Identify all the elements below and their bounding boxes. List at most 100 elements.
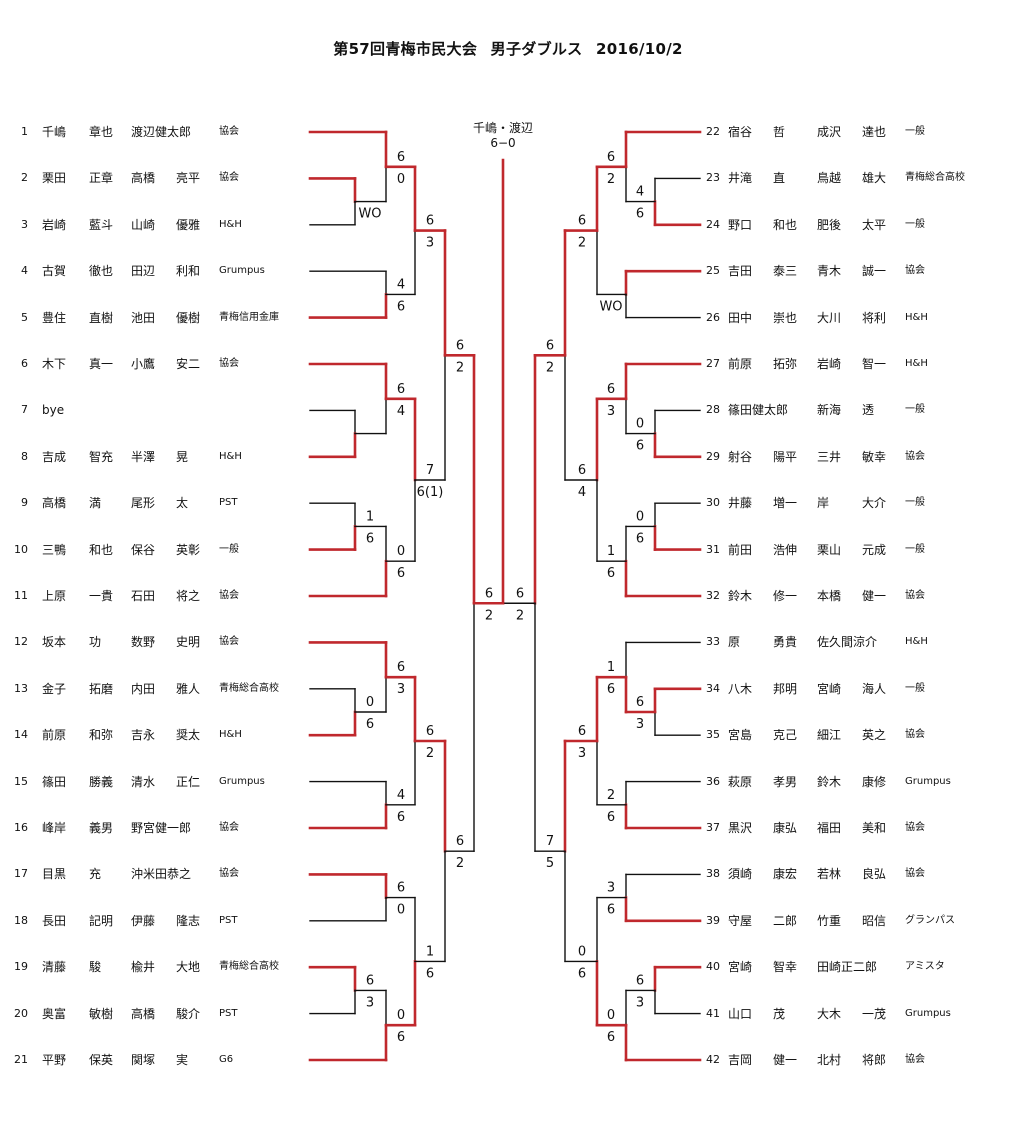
player1-given-name: 哲 [773,125,786,139]
entry-number: 35 [706,728,720,742]
player1-given-name: 功 [89,635,102,650]
match-score-top: 1 [426,944,434,959]
entry-number: 28 [706,403,720,417]
match-score-top: 0 [607,1008,615,1023]
player1-given-name: 義男 [89,821,114,835]
player1-surname: 宮島 [728,728,753,743]
player1-given-name: 敏樹 [89,1006,114,1021]
entry-number: 26 [706,310,720,324]
match-score-top: 6 [546,338,554,353]
player1-given-name: 和也 [89,542,114,557]
entry-number: 3 [21,217,28,231]
match-score-bottom: 2 [516,608,524,623]
entry-number: 9 [21,496,28,510]
entry-number: 11 [14,589,28,602]
player2-surname: 大木 [817,1006,842,1021]
player1-given-name: 健一 [773,1053,798,1067]
club-name: H&H [905,636,928,648]
player2-surname: 佐久間涼介 [817,635,878,650]
match-score-bottom: 3 [578,746,586,761]
club-name: 協会 [905,1054,925,1065]
match-score-bottom: 6 [636,439,644,454]
match-score-bottom: 2 [456,360,464,375]
player1-given-name: 勝義 [89,774,114,789]
match-score-bottom: 2 [546,360,554,375]
match-score-top: 6 [426,724,434,739]
player2-surname: 福田 [817,821,842,835]
club-name: 一般 [905,218,925,230]
player2-given-name: 将利 [862,310,887,325]
player1-surname: 野口 [728,217,753,232]
match-score-top: 6 [578,463,586,478]
player1-surname: 目黒 [42,867,67,882]
club-name: 一般 [905,126,925,137]
match-score-bottom: 2 [578,236,586,251]
player1-given-name: 正章 [89,171,114,186]
player1-given-name: 勇貴 [773,635,798,650]
club-name: G6 [219,1054,234,1065]
match-score-bottom: 6 [607,903,615,918]
club-name: Grumpus [219,775,265,787]
player1-surname: 三鴨 [42,542,67,557]
player2-surname: 伊藤 [131,913,156,928]
player2-surname: 北村 [817,1053,842,1067]
match-score-top: 6 [397,660,405,675]
player1-given-name: 陽平 [773,449,798,464]
club-name: Grumpus [219,265,265,277]
player2-given-name: 良弘 [862,867,887,882]
club-name: 協会 [219,172,239,184]
player2-surname: 石田 [131,589,156,603]
club-name: 協会 [905,822,925,833]
club-name: H&H [219,450,242,462]
player1-given-name: 康宏 [773,867,798,882]
player2-given-name: 誠一 [862,264,887,279]
player2-surname: 栗山 [817,542,842,557]
player2-surname: 本橋 [817,589,842,603]
player1-surname: 坂本 [42,635,67,650]
player2-given-name: 元成 [862,542,887,557]
player1-surname: 射谷 [728,449,753,464]
player2-surname: 高橋 [131,1006,156,1021]
player2-given-name: 亮平 [176,171,201,186]
match-score-top: 6 [485,586,493,601]
player2-surname: 田崎正二郎 [817,960,878,975]
match-score-bottom: 6 [636,207,644,222]
player2-given-name: 昭信 [862,913,887,928]
player1-given-name: 章也 [89,125,114,139]
player1-surname: 豊住 [42,310,67,325]
match-score-top: 7 [426,463,434,478]
player2-surname: 数野 [131,635,156,650]
player1-surname: 守屋 [728,913,753,928]
player2-surname: 関塚 [131,1053,156,1067]
player1-given-name: 孝男 [773,774,798,789]
match-score-top: 6 [636,695,644,710]
player1-surname: 鈴木 [728,589,753,603]
match-score-bottom: 3 [426,236,434,251]
player2-given-name: 英之 [862,728,887,743]
match-score-top: 3 [607,881,615,896]
entry-number: 37 [706,821,720,834]
player1-given-name: 真一 [89,357,114,371]
player2-given-name: 将郎 [862,1053,887,1067]
match-score-bottom: 5 [546,856,554,871]
player2-surname: 若林 [817,867,842,882]
player1-given-name: 智充 [89,449,114,464]
club-name: 一般 [905,682,925,694]
match-score-bottom: 6 [397,810,405,825]
entry-number: 34 [706,681,720,695]
player1-given-name: 泰三 [773,264,798,279]
player1-given-name: 満 [89,496,102,511]
match-score-top: 7 [546,834,554,849]
player1-surname: 吉岡 [728,1053,753,1067]
player2-given-name: 康修 [862,774,887,789]
player1-given-name: 克己 [773,728,798,743]
club-name: 青梅総合高校 [905,172,965,184]
player2-surname: 小鷹 [131,357,156,371]
player2-surname: 鈴木 [817,774,842,789]
club-name: 協会 [905,868,925,880]
player2-surname: 清水 [131,774,156,789]
player2-given-name: 隆志 [176,913,201,928]
entry-number: 1 [21,125,28,138]
entry-number: 10 [14,542,28,556]
player1-given-name: 智幸 [773,960,798,975]
